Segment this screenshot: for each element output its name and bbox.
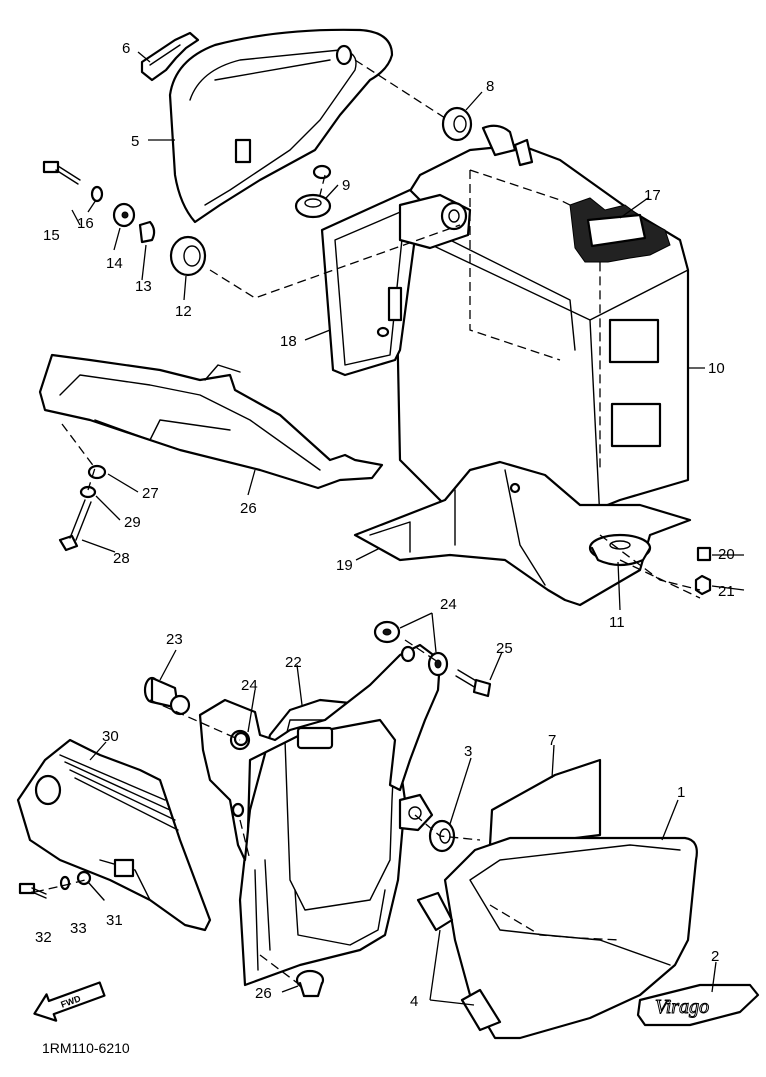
callout-13: 13 [135, 278, 152, 295]
callout-21: 21 [718, 583, 735, 600]
part-24-washer-c [233, 731, 249, 747]
part-8-grommet [441, 106, 473, 142]
part-19-bracket [353, 460, 692, 607]
part-9-grommet [294, 193, 332, 219]
part-14-washer [112, 202, 136, 228]
callout-19: 19 [336, 557, 353, 574]
callout-15: 15 [43, 227, 60, 244]
part-22-bracket [198, 643, 442, 862]
callout-2: 2 [711, 948, 719, 965]
part-10-battery-box [393, 124, 690, 527]
callout-23: 23 [166, 631, 183, 648]
part-24-washer-a [373, 620, 401, 644]
callout-8: 8 [486, 78, 494, 95]
callout-20: 20 [718, 546, 735, 563]
part-31-cover [16, 738, 212, 932]
callout-14: 14 [106, 255, 123, 272]
assembly-dash-lines [34, 59, 701, 986]
part-11-grommet [588, 533, 652, 567]
part-16-washer [90, 185, 104, 203]
part-21-nut [694, 574, 712, 596]
part-2-emblem: Virago [636, 983, 760, 1027]
part-13-collar [138, 220, 156, 244]
callout-32: 31 [106, 912, 123, 929]
part-4-damper-a [416, 891, 454, 932]
part-34-washer [59, 875, 71, 891]
callout-12: 12 [175, 303, 192, 320]
emblem-text: Virago [655, 996, 709, 1018]
part-20-bolt [696, 546, 712, 562]
part-18-plate [320, 188, 472, 377]
callout-5: 5 [131, 133, 139, 150]
callout-30: 29 [124, 514, 141, 531]
callout-7: 7 [548, 732, 556, 749]
callout-29: 28 [113, 550, 130, 567]
callout-10: 10 [708, 360, 725, 377]
callout-11: 11 [609, 614, 625, 631]
fwd-arrow-icon: FWD [33, 981, 106, 1022]
part-28-collar [87, 464, 107, 480]
callout-17: 17 [644, 187, 661, 204]
callout-34: 33 [70, 920, 87, 937]
part-27-bracket [38, 353, 384, 490]
part-24-washer-b [427, 651, 449, 677]
callout-9: 9 [342, 177, 350, 194]
callout-6: 6 [122, 40, 130, 57]
part-1-cover [443, 836, 698, 1040]
callout-18: 18 [280, 333, 297, 350]
callout-22: 22 [285, 654, 302, 671]
diagram-code: 1RM110-6210 [42, 1040, 130, 1056]
part-17-pad [569, 197, 671, 263]
part-4-damper-b [460, 988, 502, 1032]
callout-33: 32 [35, 929, 52, 946]
leader-lines [71, 51, 745, 1006]
part-15-bolt [42, 160, 81, 185]
part-25-bolt [455, 669, 492, 698]
callout-31: 30 [102, 728, 119, 745]
part-5-cover [168, 28, 394, 224]
callout-26: 26 [255, 985, 272, 1002]
part-26-grommet [295, 969, 325, 998]
callout-labels: 5 6 8 9 17 10 18 19 11 20 21 15 16 14 13… [35, 40, 735, 1010]
callout-24-lower: 24 [241, 677, 258, 694]
callout-3: 3 [464, 743, 472, 760]
part-23-bolt [143, 676, 191, 716]
part-12-grommet [169, 235, 207, 277]
part-7-panel [488, 758, 602, 847]
callout-25: 25 [496, 640, 513, 657]
callout-4: 4 [410, 993, 418, 1010]
part-6-clip [140, 31, 200, 82]
callout-28: 27 [142, 485, 159, 502]
part-30-washer [79, 485, 97, 499]
callout-1: 1 [677, 784, 685, 801]
callout-27: 26 [240, 500, 257, 517]
callout-16: 16 [77, 215, 94, 232]
callout-24-upper: 24 [440, 596, 457, 613]
part-29-bolt [58, 499, 92, 552]
part-33-bolt [18, 882, 47, 899]
